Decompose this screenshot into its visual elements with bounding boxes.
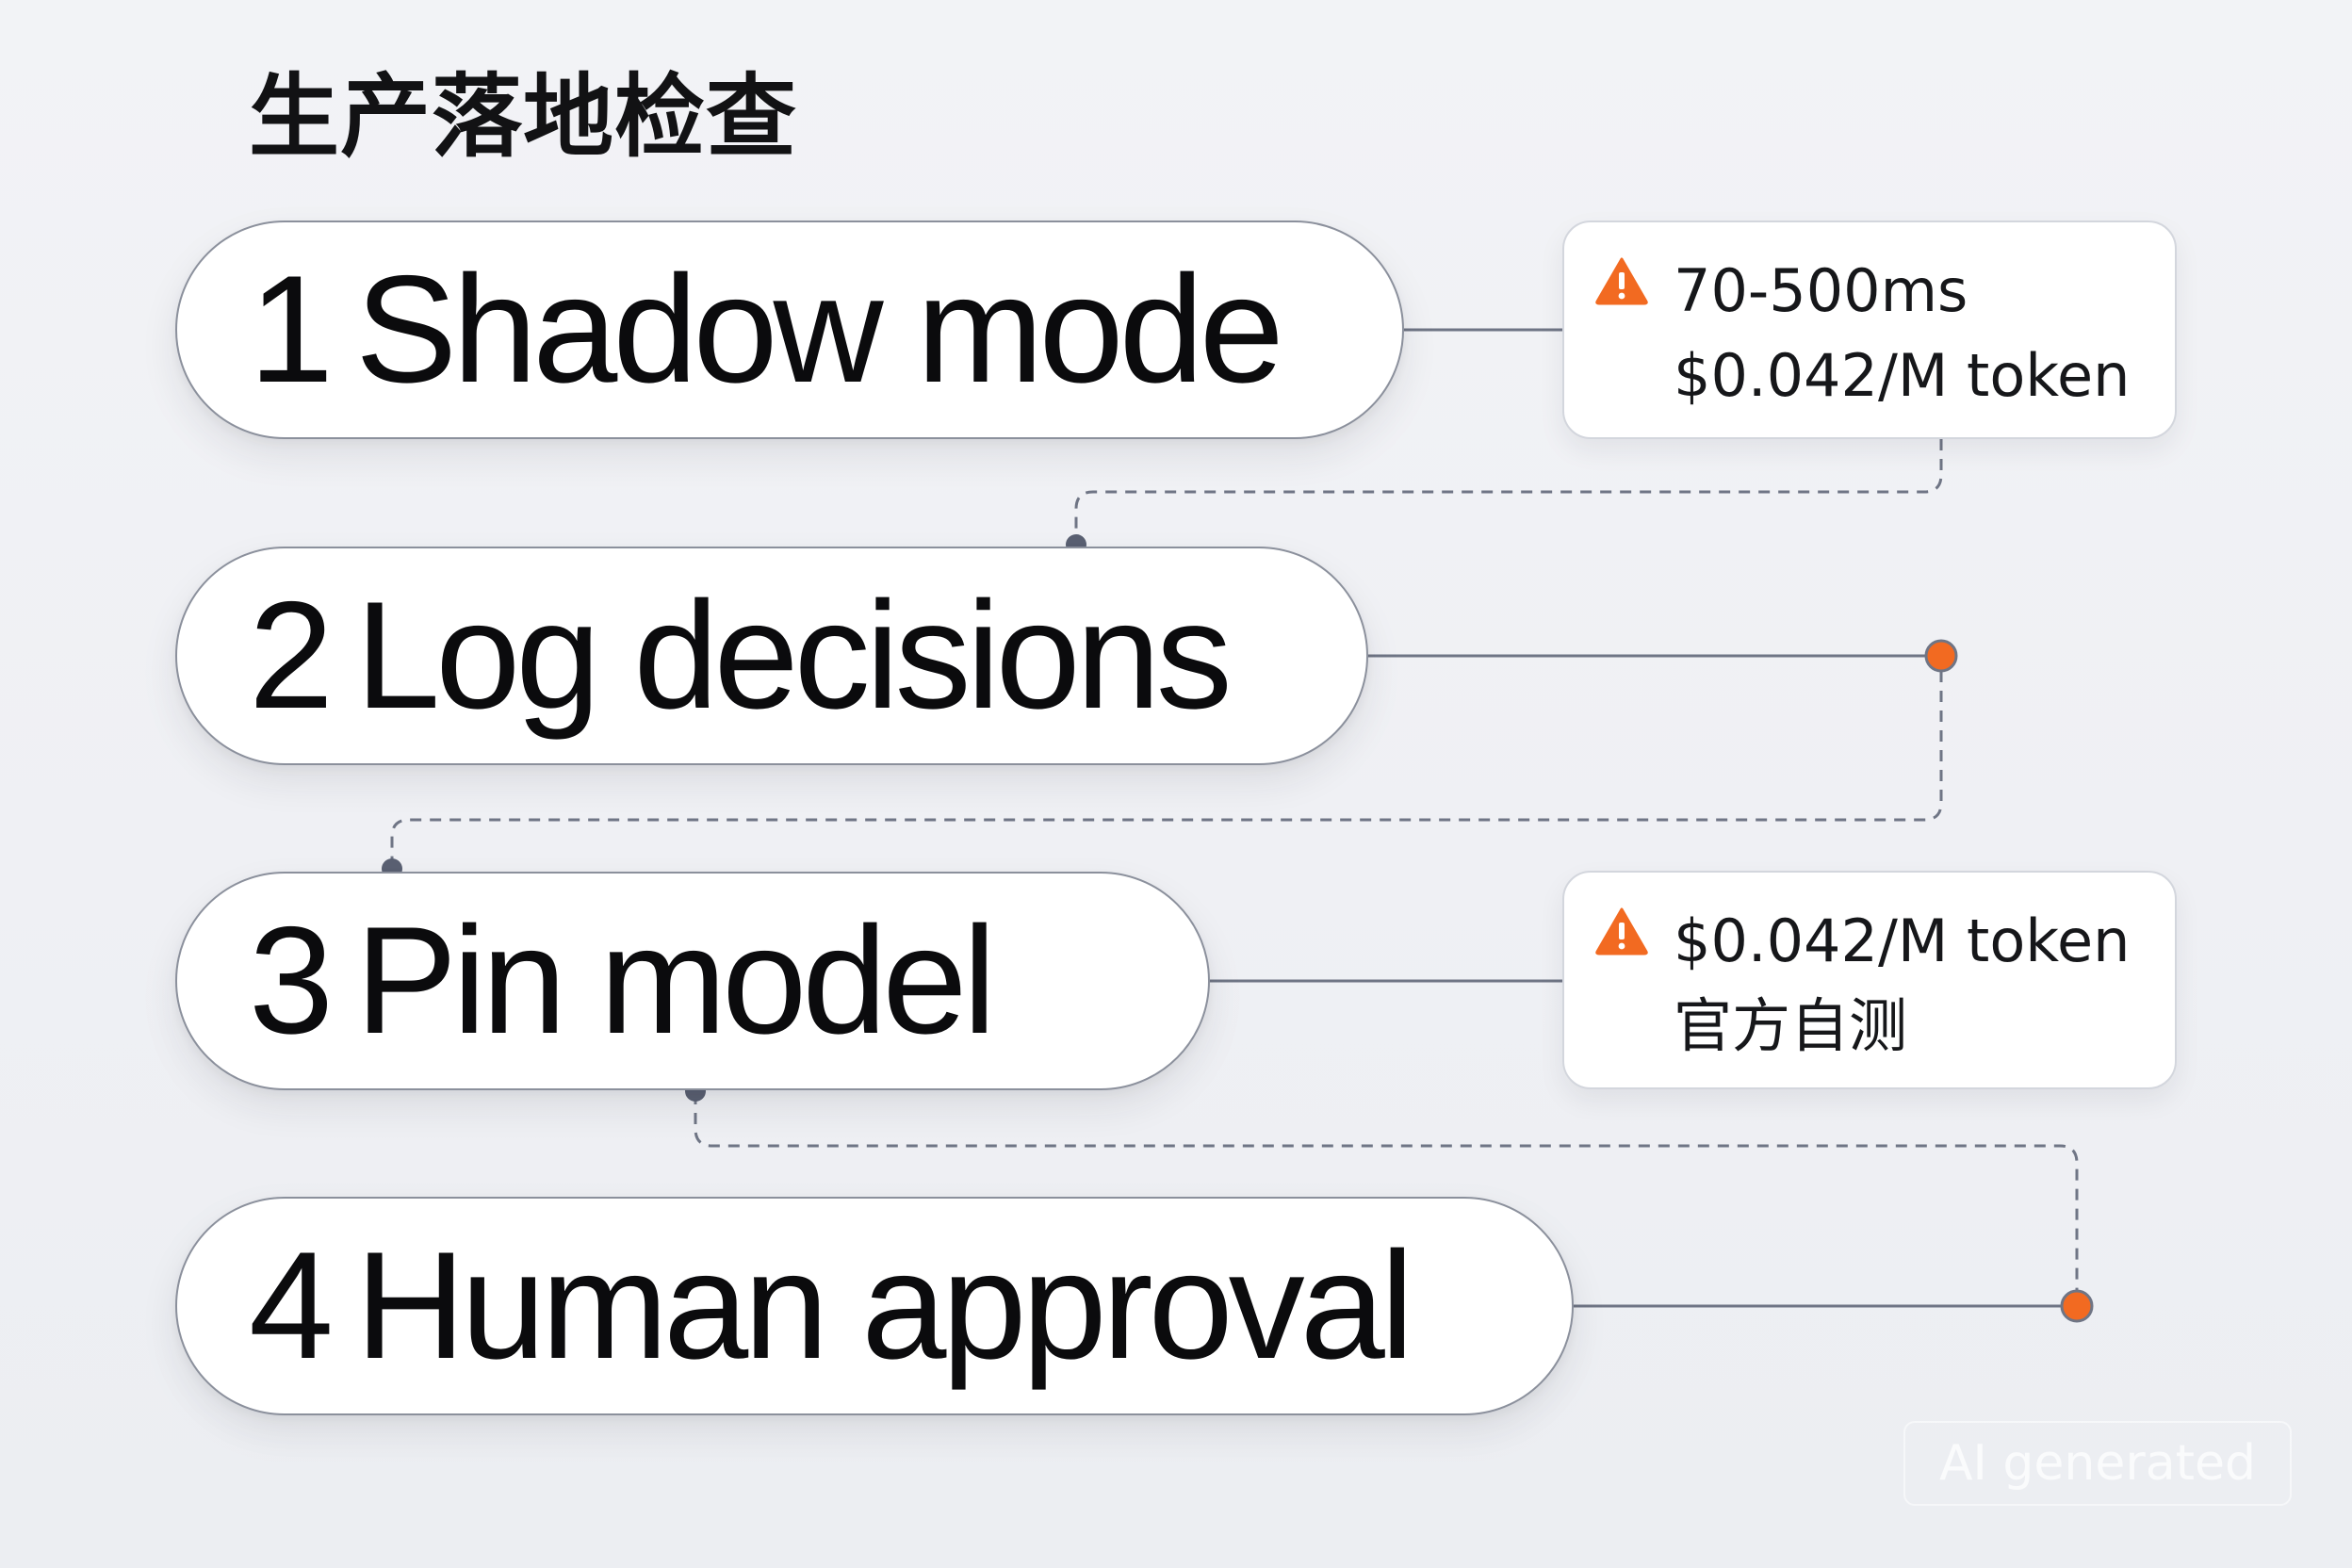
dashed-connector-3 [694, 1093, 2079, 1291]
note-line: $0.042/M token [1674, 906, 2131, 975]
step-number: 1 [249, 244, 334, 415]
page-title: 生产落地检查 [249, 64, 797, 170]
dashed-connector-1 [1074, 439, 1943, 543]
note-card-cost-selftest: $0.042/M token 官方自测 [1562, 871, 2177, 1089]
note-line: 官方自测 [1674, 991, 1908, 1060]
step-number: 4 [249, 1220, 334, 1391]
accent-dot [2060, 1289, 2094, 1323]
note-card-latency-cost: 70-500ms $0.042/M token [1562, 220, 2177, 439]
note-line: $0.042/M token [1674, 341, 2131, 410]
step-label: Shadow mode [355, 244, 1284, 415]
step-number: 3 [249, 895, 334, 1066]
accent-dot [1924, 639, 1958, 673]
step-label: Human approval [355, 1220, 1414, 1391]
step-pill-log-decisions: 2 Log decisions [175, 547, 1368, 765]
warning-icon [1595, 907, 1648, 956]
step-pill-shadow-mode: 1 Shadow mode [175, 220, 1404, 439]
warning-icon [1595, 257, 1648, 305]
step-pill-human-approval: 4 Human approval [175, 1197, 1574, 1415]
note-line: 70-500ms [1674, 256, 1968, 325]
step-label: Log decisions [355, 570, 1233, 741]
step-pill-pin-model: 3 Pin model [175, 872, 1210, 1090]
dashed-connector-2 [390, 671, 1943, 867]
step-label: Pin model [355, 895, 996, 1066]
step-number: 2 [249, 570, 334, 741]
ai-generated-watermark: AI generated [1903, 1421, 2292, 1506]
